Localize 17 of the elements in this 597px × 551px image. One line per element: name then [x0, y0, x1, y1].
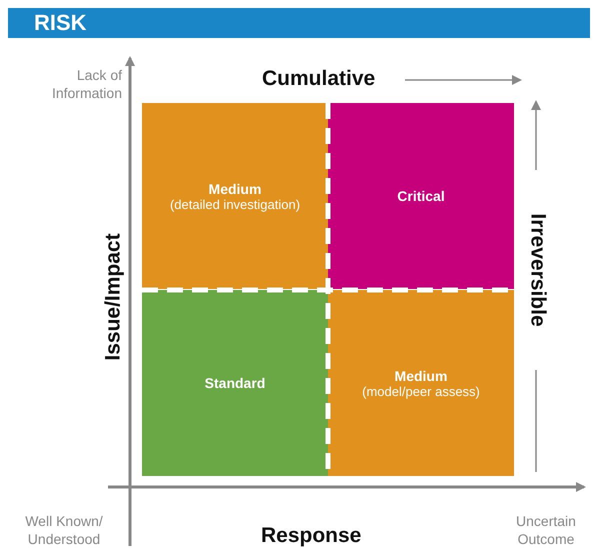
risk-level: Medium — [208, 180, 262, 196]
axis-end-label: Lack of Information — [50, 66, 122, 102]
title-bar: RISK — [8, 8, 590, 38]
risk-quadrant — [328, 103, 514, 289]
axis-title: Response — [261, 524, 362, 548]
axis-title: Issue/Impact — [101, 233, 126, 361]
risk-level: Medium — [394, 368, 448, 384]
axis-end-label: Well Known/ Understood — [24, 512, 104, 548]
risk-quadrant — [142, 290, 328, 476]
risk-quadrant — [328, 290, 514, 476]
risk-note: (detailed investigation) — [170, 196, 300, 212]
axis-title: Cumulative — [262, 67, 376, 91]
risk-level: Standard — [204, 375, 266, 391]
risk-level: Critical — [397, 188, 445, 204]
risk-quadrant — [142, 103, 328, 289]
risk-note: (model/peer assess) — [362, 384, 480, 398]
axis-end-label: Uncertain Outcome — [515, 512, 577, 548]
